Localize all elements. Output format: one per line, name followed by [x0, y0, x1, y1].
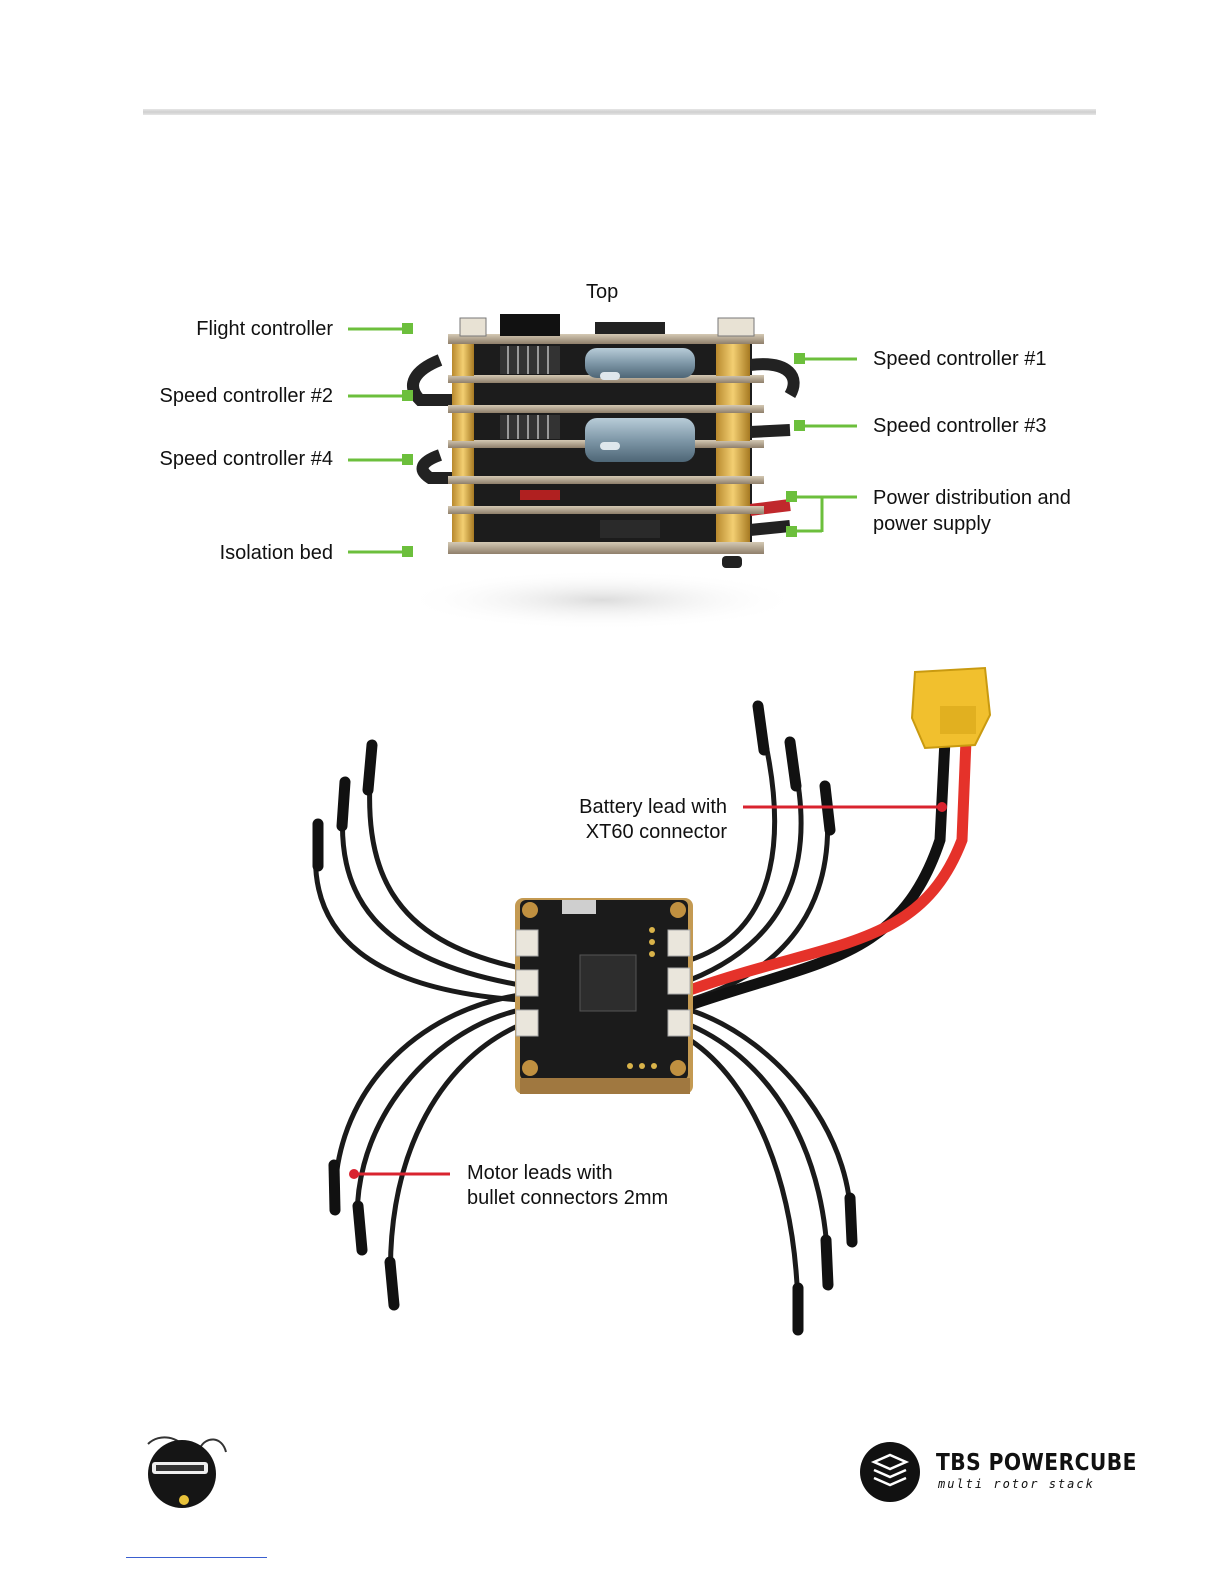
brand-subtitle: multi rotor stack	[938, 1477, 1095, 1491]
brand-title: TBS POWERCUBE	[936, 1450, 1137, 1476]
